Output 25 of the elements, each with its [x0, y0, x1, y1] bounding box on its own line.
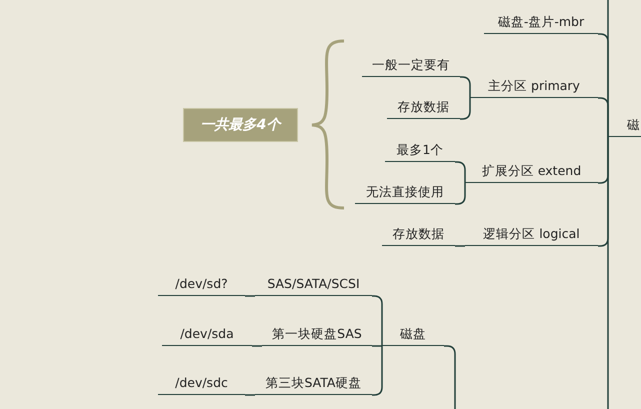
topic-node: 存放数据 [387, 97, 460, 119]
topic-node: 磁盘 [382, 324, 444, 346]
connector-line [252, 345, 262, 347]
topic-node: 磁盘-盘片-mbr [484, 12, 598, 34]
connector-line [245, 394, 255, 396]
connector-line [245, 295, 255, 297]
connector-line [372, 345, 382, 347]
topic-node: /dev/sd? [158, 274, 245, 296]
topic-node: 逻辑分区 logical [465, 224, 598, 246]
topic-node: 最多1个 [385, 140, 455, 162]
topic-node: 第一块硬盘SAS [262, 324, 372, 346]
topic-node: 扩展分区 extend [465, 161, 598, 183]
connector-line [607, 137, 609, 409]
topic-node: SAS/SATA/SCSI [255, 274, 372, 296]
connector-line [607, 0, 609, 137]
summary-box: 一共最多4个 [183, 108, 298, 142]
topic-node: 存放数据 [382, 224, 455, 246]
topic-node: /dev/sdc [158, 373, 245, 395]
topic-node: /dev/sda [162, 324, 252, 346]
topic-node: 主分区 primary [470, 76, 598, 98]
topic-node: 无法直接使用 [355, 182, 455, 204]
topic-node: 第三块SATA硬盘 [255, 373, 372, 395]
topic-node: 磁 [608, 115, 641, 137]
connector-line [455, 245, 465, 247]
topic-node: 一般一定要有 [362, 55, 460, 77]
